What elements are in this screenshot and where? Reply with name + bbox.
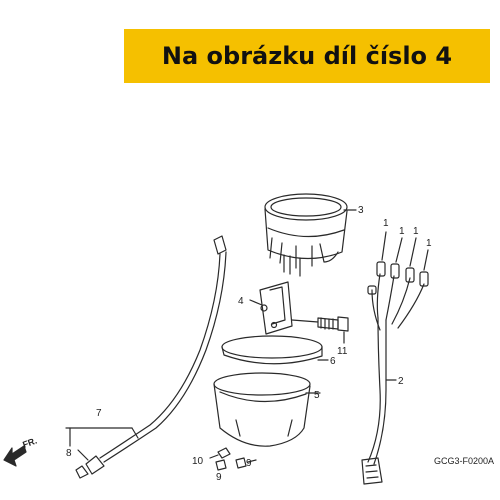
callout-9a: 9 — [216, 472, 222, 483]
callout-2: 2 — [398, 376, 404, 387]
callout-10: 10 — [192, 456, 204, 467]
screws-part — [209, 447, 257, 471]
front-direction-arrow — [3, 445, 27, 467]
callout-8: 8 — [66, 448, 72, 459]
callout-6: 6 — [330, 356, 336, 367]
ring-part — [221, 335, 329, 365]
callout-1b: 1 — [399, 226, 405, 237]
callout-5: 5 — [314, 390, 320, 401]
callout-9b: 9 — [246, 458, 252, 469]
bolt-part — [291, 316, 349, 344]
bracket-part — [249, 281, 293, 335]
meter-body-part — [264, 193, 357, 277]
callout-1c: 1 — [413, 226, 419, 237]
speedometer-cable-part — [65, 235, 227, 479]
callout-4: 4 — [238, 296, 244, 307]
highlight-banner: Na obrázku díl číslo 4 — [124, 29, 490, 83]
callout-7: 7 — [96, 408, 102, 419]
wire-harness-part — [361, 231, 429, 485]
drawing-code: GCG3-F0200A — [434, 456, 494, 466]
front-label: FR. — [21, 436, 38, 450]
callout-1d: 1 — [426, 238, 432, 249]
meter-case-part — [213, 372, 321, 447]
callout-1a: 1 — [383, 218, 389, 229]
callout-3: 3 — [358, 205, 364, 216]
callout-11: 11 — [337, 346, 348, 357]
banner-text: Na obrázku díl číslo 4 — [161, 42, 453, 70]
